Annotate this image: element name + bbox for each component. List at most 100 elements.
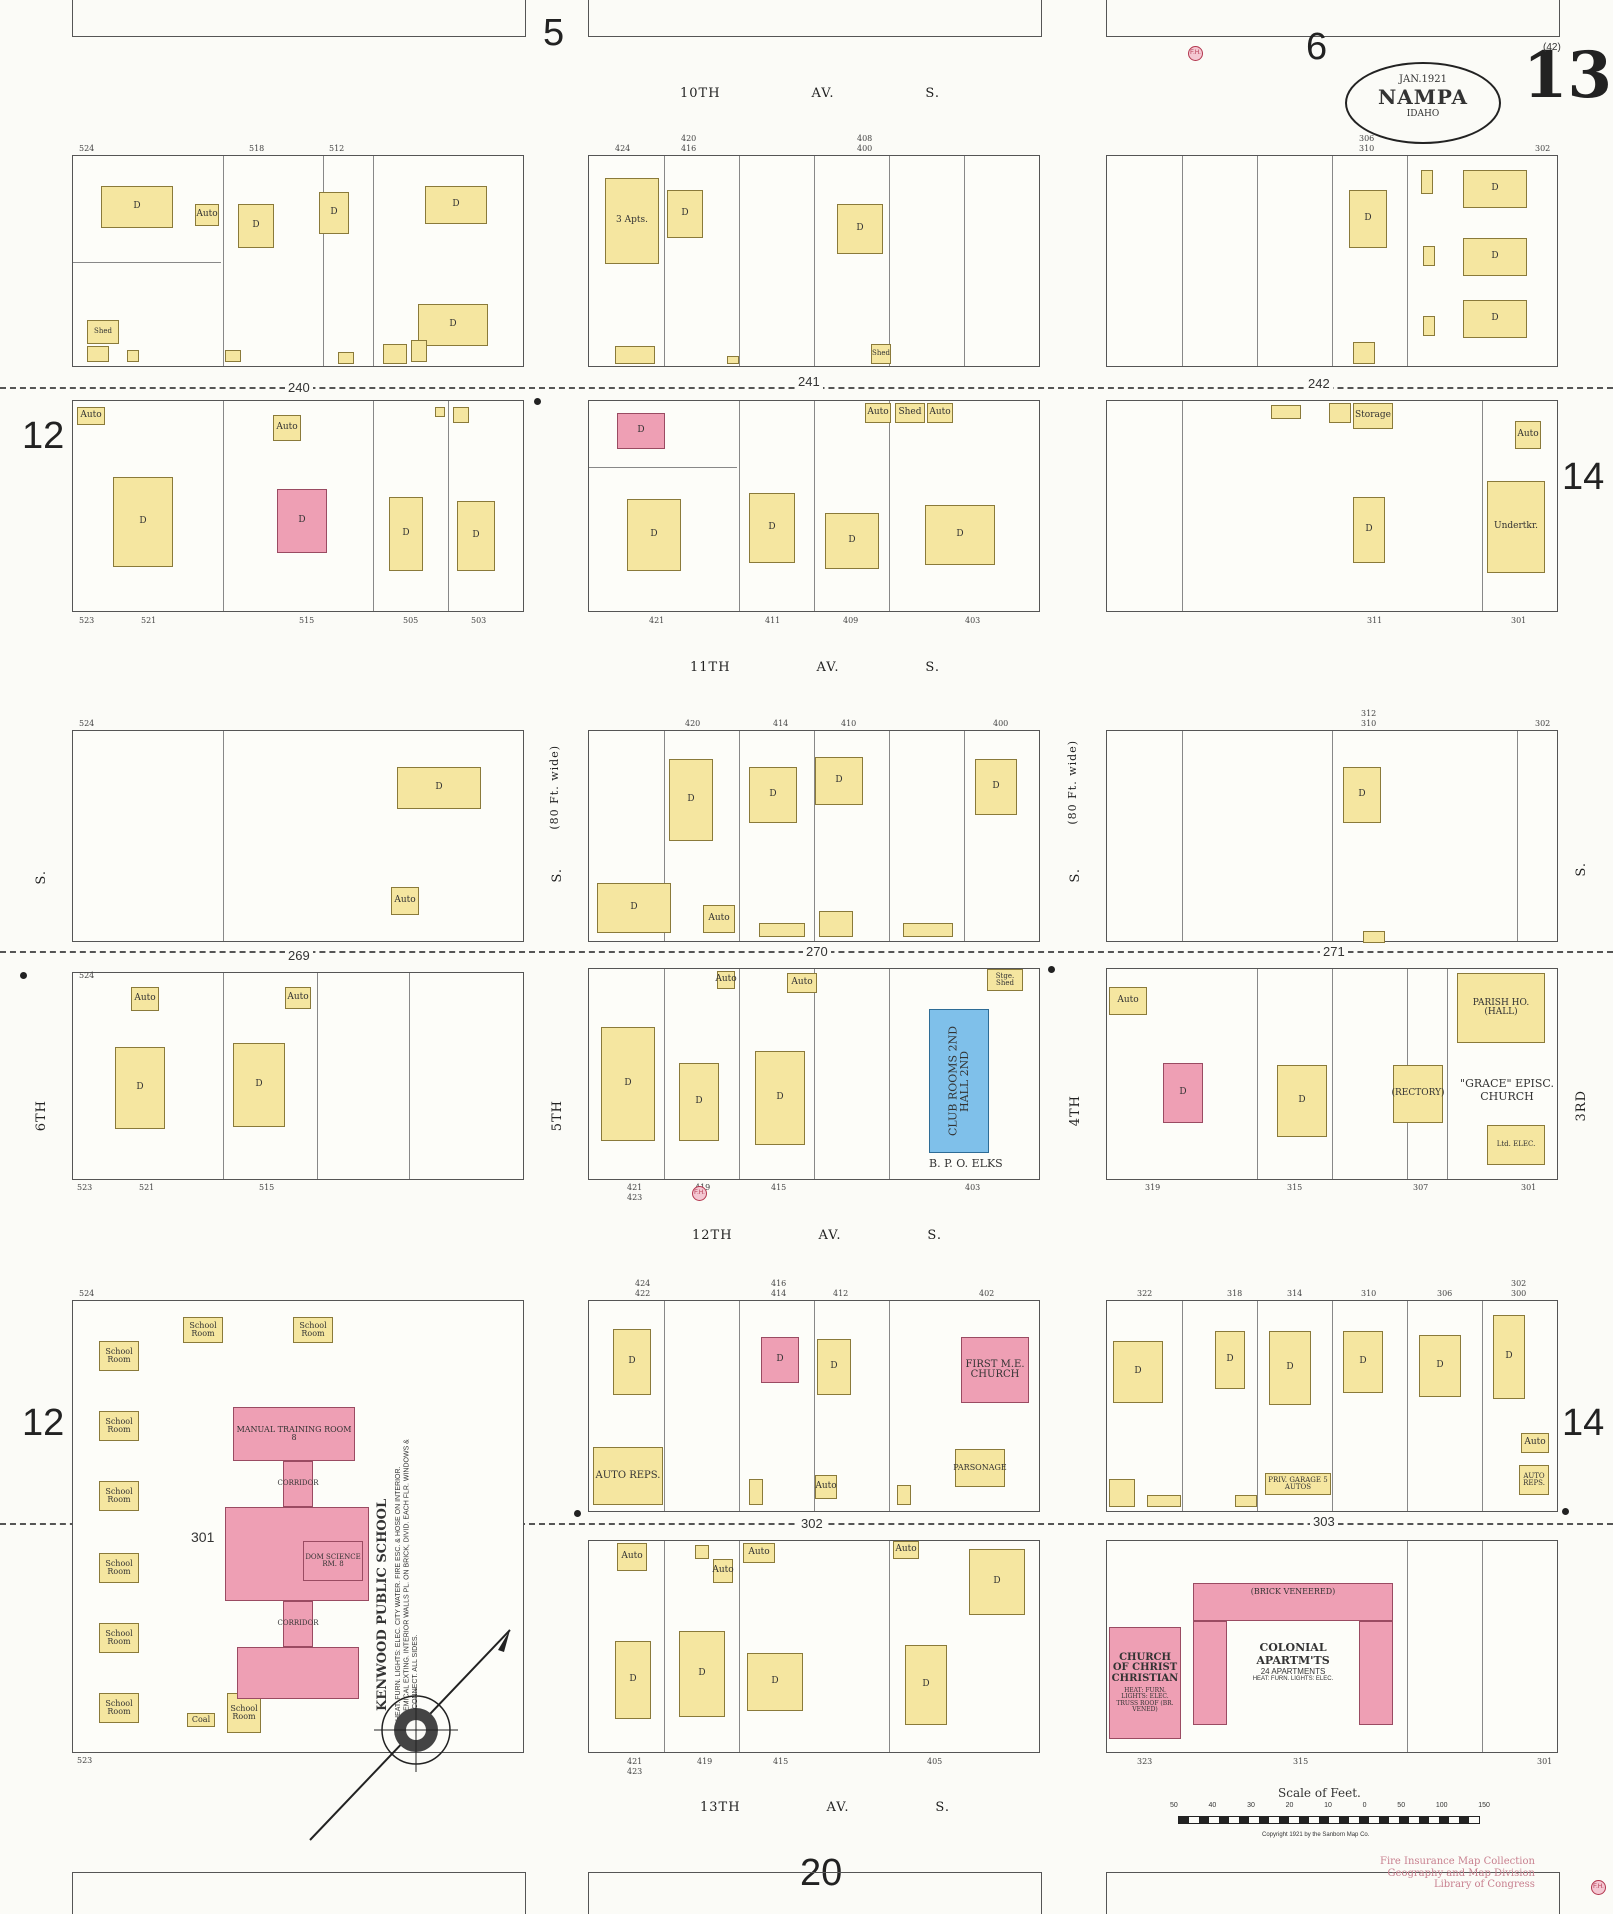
- auto-garage: Auto: [77, 407, 105, 425]
- dwelling: D: [113, 477, 173, 567]
- dwelling: D: [1463, 238, 1527, 276]
- auto-garage: Auto: [285, 987, 311, 1009]
- dwelling: D: [418, 304, 488, 346]
- brick-dwelling: D: [1163, 1063, 1203, 1123]
- dwelling: D: [1277, 1065, 1327, 1137]
- scale-bar: [1178, 1816, 1480, 1824]
- outbuilding: [615, 346, 655, 364]
- outbuilding: [897, 1485, 911, 1505]
- alley-number-302: 302: [798, 1516, 826, 1531]
- city-name: NAMPA: [1377, 85, 1469, 109]
- top-left-frame: [72, 0, 526, 37]
- block-1: D Auto D D D D Shed 524 518 512: [72, 144, 524, 367]
- brick-dwelling: D: [761, 1337, 799, 1383]
- dwelling: D: [815, 757, 863, 805]
- fire-hydrant-icon: F.H.: [692, 1186, 707, 1201]
- parsonage: PARSONAGE: [953, 1449, 1007, 1487]
- auto-garage: Auto: [131, 987, 159, 1011]
- street-3rd-s: S.: [1574, 862, 1589, 877]
- block-4: Auto Auto D D D D 523 521 515 505 503: [72, 400, 524, 625]
- auto-garage: Auto: [712, 1559, 734, 1583]
- colonial-apartments-north-wing: (BRICK VENEERED): [1193, 1583, 1393, 1621]
- street-light-icon: [534, 398, 541, 405]
- brick-dwelling: D: [617, 413, 665, 449]
- street-light-icon: [20, 972, 27, 979]
- library-stamp: Fire Insurance Map Collection Geography …: [1380, 1856, 1535, 1890]
- outbuilding: [383, 344, 407, 364]
- block-2: 3 Apts. D D Shed 424 420 416 408 400: [588, 134, 1040, 367]
- adjacent-sheet-top-right: 6: [1306, 26, 1328, 68]
- outbuilding: [87, 346, 109, 362]
- dwelling: D: [755, 1051, 805, 1145]
- dwelling: D: [389, 497, 423, 571]
- scale-title: Scale of Feet.: [1278, 1786, 1361, 1800]
- bottom-left-frame: [72, 1872, 526, 1914]
- outbuilding: [1109, 1479, 1135, 1507]
- school-room: School Room: [99, 1693, 139, 1723]
- elks-club-building: CLUB ROOMS 2ND HALL 2ND: [929, 1009, 989, 1153]
- adjacent-sheet-right-lower: 14: [1562, 1402, 1605, 1444]
- alley-number-240: 240: [285, 380, 313, 395]
- top-right-frame: [1106, 0, 1560, 37]
- street-light-icon: [1048, 966, 1055, 973]
- block-8: D D D D D Auto 420 414 410 400: [588, 719, 1040, 942]
- private-garage: PRIV. GARAGE 5 AUTOS: [1265, 1473, 1331, 1495]
- top-center-frame: [588, 0, 1042, 37]
- outbuilding: [1147, 1495, 1181, 1507]
- outbuilding: [1271, 405, 1301, 419]
- outbuilding: [1363, 931, 1385, 943]
- auto-garage: Auto: [391, 887, 419, 915]
- dwelling: D: [1463, 170, 1527, 208]
- school-room: School Room: [293, 1317, 333, 1343]
- dwelling: D: [601, 1027, 655, 1141]
- dwelling: D: [1269, 1331, 1311, 1405]
- dwelling: D: [1113, 1341, 1163, 1403]
- outbuilding: [695, 1545, 709, 1559]
- outbuilding: [759, 923, 805, 937]
- parish-house: PARISH HO. (HALL): [1457, 973, 1545, 1043]
- dwelling: D: [817, 1339, 851, 1395]
- auto-garage: Auto: [743, 1543, 775, 1563]
- dwelling: D: [975, 759, 1017, 815]
- dwelling: D: [233, 1043, 285, 1127]
- alley-number-241: 241: [795, 374, 823, 389]
- shed: Shed: [87, 320, 119, 344]
- outbuilding: [727, 356, 739, 364]
- sheet-number: 13: [1523, 38, 1613, 113]
- alley-number-303: 303: [1310, 1514, 1338, 1529]
- auto-garage: Auto: [787, 973, 817, 993]
- colonial-apartments-west-wing: [1193, 1621, 1227, 1725]
- school-room: School Room: [99, 1411, 139, 1441]
- adjacent-sheet-left-lower: 12: [22, 1402, 65, 1444]
- dwelling: D: [1419, 1335, 1461, 1397]
- dwelling: D: [615, 1641, 651, 1719]
- auto-garage: Auto: [1109, 987, 1147, 1015]
- outbuilding: [819, 911, 853, 937]
- fire-hydrant-icon: F.H.: [1188, 46, 1203, 61]
- block-19: CHURCH OF CHRIST CHRISTIAN HEAT: FURN. L…: [1106, 1540, 1558, 1766]
- colonial-apartments-label: COLONIAL APARTM'TS 24 APARTMENTS HEAT: F…: [1252, 1641, 1334, 1682]
- dwelling: D: [749, 493, 795, 563]
- dwelling: D: [679, 1063, 719, 1141]
- outbuilding: [903, 923, 953, 937]
- street-light-icon: [574, 1510, 581, 1517]
- dwelling: D: [627, 499, 681, 571]
- alley-number-270: 270: [803, 944, 831, 959]
- street-4th-width: (80 Ft. wide): [1066, 740, 1079, 825]
- block-6: Storage Auto D Undertkr. 311 301: [1106, 400, 1558, 625]
- auto-garage: Auto: [195, 204, 219, 226]
- dwelling: D: [397, 767, 481, 809]
- street-6th-s: S.: [34, 870, 49, 885]
- church-of-christ-christian: CHURCH OF CHRIST CHRISTIAN HEAT: FURN. L…: [1109, 1627, 1181, 1739]
- block-3: D D D D 306 310 302: [1106, 134, 1558, 367]
- outbuilding: [1235, 1495, 1257, 1507]
- school-room: School Room: [99, 1481, 139, 1511]
- auto-garage: Auto: [893, 1541, 919, 1559]
- bottom-center-frame: [588, 1872, 1042, 1914]
- manual-training-room: MANUAL TRAINING ROOM 8: [233, 1407, 355, 1461]
- dwelling: D: [1215, 1331, 1245, 1389]
- sheet-sub-number: (42): [1543, 42, 1561, 53]
- outbuilding: [127, 350, 139, 362]
- dwelling: D: [1493, 1315, 1525, 1399]
